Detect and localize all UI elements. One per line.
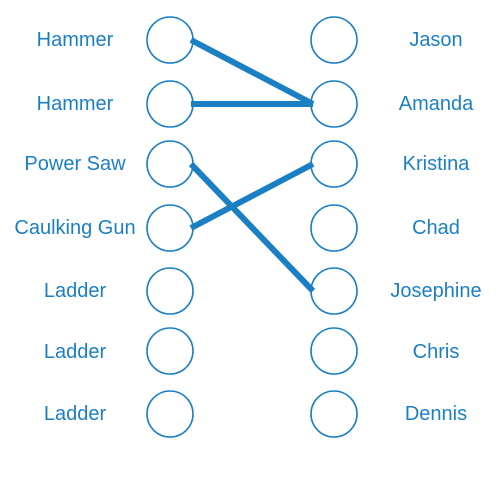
right-label-chris: Chris xyxy=(412,341,460,363)
right-label-kristina: Kristina xyxy=(402,153,470,175)
connection-line-hammer-to-amanda[interactable] xyxy=(189,37,315,107)
left-label-hammer: Hammer xyxy=(36,29,114,51)
connection-line-power-saw-to-josephine[interactable] xyxy=(188,161,316,294)
right-connector-dennis[interactable] xyxy=(310,390,358,438)
left-label-hammer: Hammer xyxy=(36,93,114,115)
right-label-josephine: Josephine xyxy=(390,280,482,302)
left-connector-ladder[interactable] xyxy=(146,327,194,375)
left-label-power-saw: Power Saw xyxy=(24,153,126,175)
left-connector-ladder[interactable] xyxy=(146,267,194,315)
left-label-ladder: Ladder xyxy=(43,341,107,363)
left-connector-power-saw[interactable] xyxy=(146,140,194,188)
left-connector-ladder[interactable] xyxy=(146,390,194,438)
left-connector-hammer[interactable] xyxy=(146,80,194,128)
right-connector-kristina[interactable] xyxy=(310,140,358,188)
right-label-amanda: Amanda xyxy=(398,93,474,115)
right-connector-jason[interactable] xyxy=(310,16,358,64)
connection-line-caulking-gun-to-kristina[interactable] xyxy=(189,161,315,231)
right-connector-amanda[interactable] xyxy=(310,80,358,128)
left-label-ladder: Ladder xyxy=(43,403,107,425)
left-label-caulking-gun: Caulking Gun xyxy=(14,217,136,239)
right-connector-chris[interactable] xyxy=(310,327,358,375)
right-connector-chad[interactable] xyxy=(310,204,358,252)
left-label-ladder: Ladder xyxy=(43,280,107,302)
left-connector-caulking-gun[interactable] xyxy=(146,204,194,252)
right-label-dennis: Dennis xyxy=(404,403,468,425)
right-label-chad: Chad xyxy=(412,217,460,239)
right-connector-josephine[interactable] xyxy=(310,267,358,315)
left-connector-hammer[interactable] xyxy=(146,16,194,64)
right-label-jason: Jason xyxy=(409,29,463,51)
